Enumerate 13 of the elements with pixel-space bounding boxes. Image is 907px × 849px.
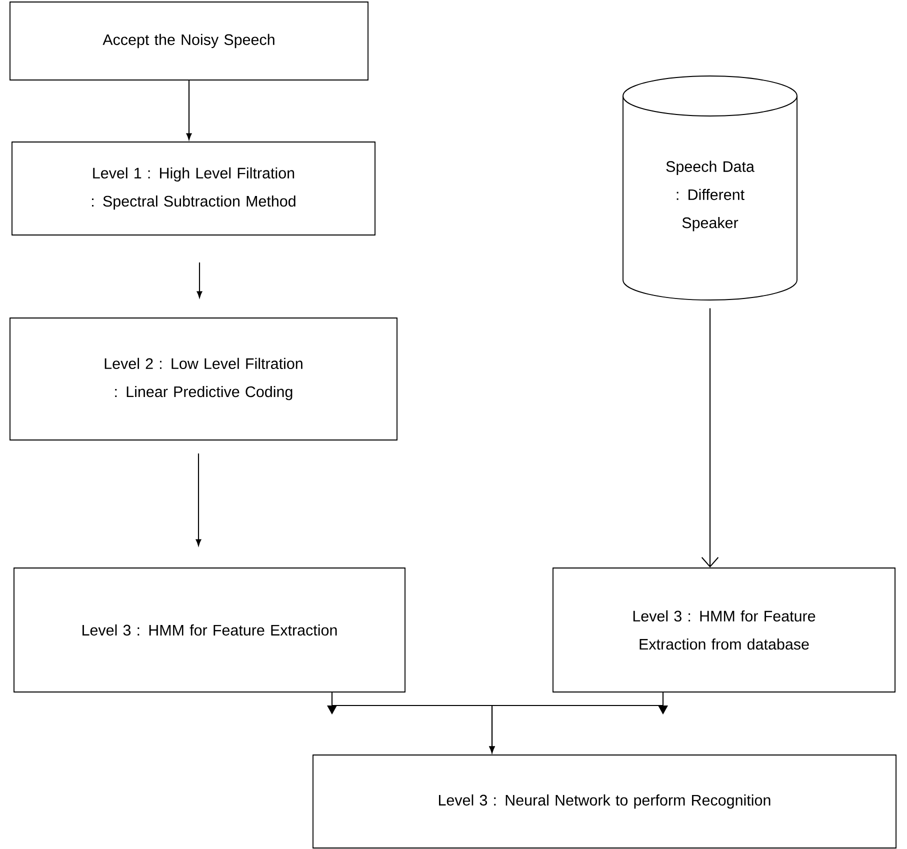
- arrow: [196, 453, 202, 546]
- process-box: Level 3 : HMM for Feature Extraction: [14, 568, 406, 692]
- arrow: [196, 262, 202, 298]
- process-box: Level 3 : Neural Network to perform Recognition: [312, 754, 896, 848]
- process-box: Level 2 : Low Level Filtration : Linear Predictive Coding: [10, 318, 398, 440]
- process-box: Accept the Noisy Speech: [10, 2, 368, 80]
- process-box: Level 3 : HMM for Feature Extraction from database: [552, 568, 896, 692]
- arrow: [489, 692, 668, 753]
- process-box: Level 1 : High Level Filtration : Spectral Subtraction Method: [12, 142, 376, 236]
- database-cylinder: Speech Data : Different Speaker: [622, 76, 798, 300]
- arrow: [701, 308, 719, 568]
- node-label: Speech Data : Different Speaker: [666, 160, 754, 232]
- arrow: [186, 80, 192, 140]
